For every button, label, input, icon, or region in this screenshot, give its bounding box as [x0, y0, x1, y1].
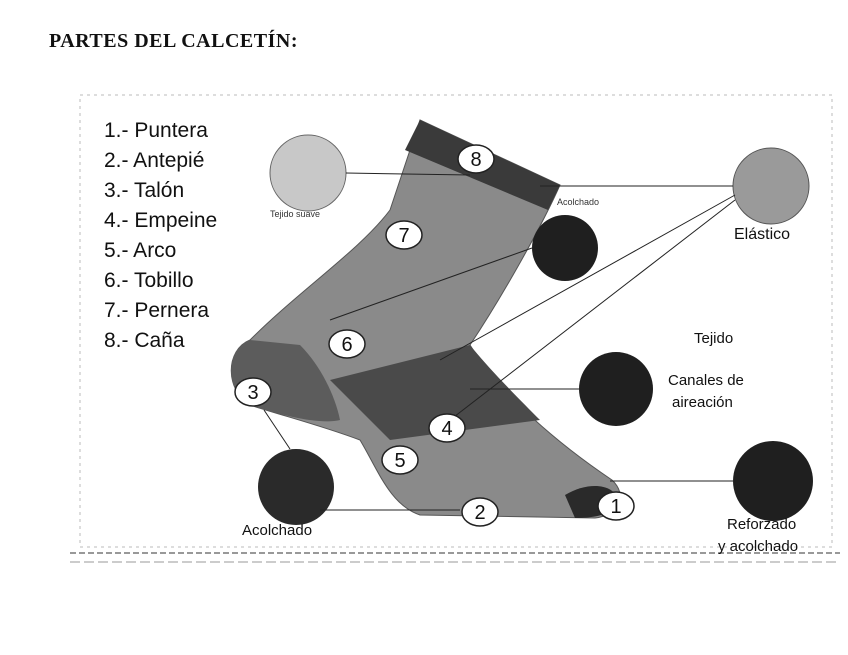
marker-label-7: 7 [398, 225, 409, 247]
legend-item: 2.- Antepié [104, 149, 205, 172]
label-aireacion: aireación [672, 394, 733, 411]
legend-item: 4.- Empeine [104, 209, 218, 232]
label-tejido-suave: Tejido suave [270, 209, 321, 219]
swatch-tejido-suave [269, 134, 347, 212]
marker-5 [381, 445, 419, 475]
swatch-canales [579, 352, 653, 426]
swatch-elastico [732, 147, 810, 225]
label-acolchado-bottom: Acolchado [242, 522, 313, 539]
label-reforzado: Reforzado [727, 516, 797, 533]
parts-legend: 1.- Puntera 2.- Antepié 3.- Talón 4.- Em… [104, 116, 217, 356]
marker-label-4: 4 [441, 418, 452, 440]
swatch-acolchado-top [532, 215, 598, 281]
marker-1 [597, 491, 635, 521]
legend-item: 7.- Pernera [104, 299, 210, 322]
marker-label-2: 2 [474, 502, 485, 524]
marker-4 [428, 413, 466, 443]
marker-7 [385, 220, 423, 250]
legend-item: 6.- Tobillo [104, 269, 194, 292]
marker-label-3: 3 [247, 382, 258, 404]
legend-item: 5.- Arco [104, 239, 177, 262]
swatch-acolchado-bottom [258, 449, 334, 525]
marker-label-5: 5 [394, 450, 405, 472]
legend-item: 8.- Caña [104, 329, 185, 352]
marker-2 [461, 497, 499, 527]
legend-item: 1.- Puntera [104, 119, 208, 142]
label-acolchado-top: Acolchado [557, 197, 600, 207]
marker-label-6: 6 [341, 334, 352, 356]
marker-6 [328, 329, 366, 359]
part-markers [234, 144, 635, 527]
swatch-reforzado [733, 441, 813, 521]
connector-lines [263, 172, 736, 511]
marker-label-8: 8 [470, 149, 481, 171]
marker-8 [457, 144, 495, 174]
page-title: PARTES DEL CALCETÍN: [49, 30, 298, 52]
arch-channels [330, 345, 540, 440]
marker-label-1: 1 [610, 496, 621, 518]
label-tejido: Tejido [694, 330, 734, 347]
label-y-acolchado: y acolchado [718, 538, 799, 555]
label-elastico: Elástico [734, 226, 791, 243]
marker-3 [234, 377, 272, 407]
label-canales: Canales de [668, 372, 744, 389]
legend-item: 3.- Talón [104, 179, 185, 202]
